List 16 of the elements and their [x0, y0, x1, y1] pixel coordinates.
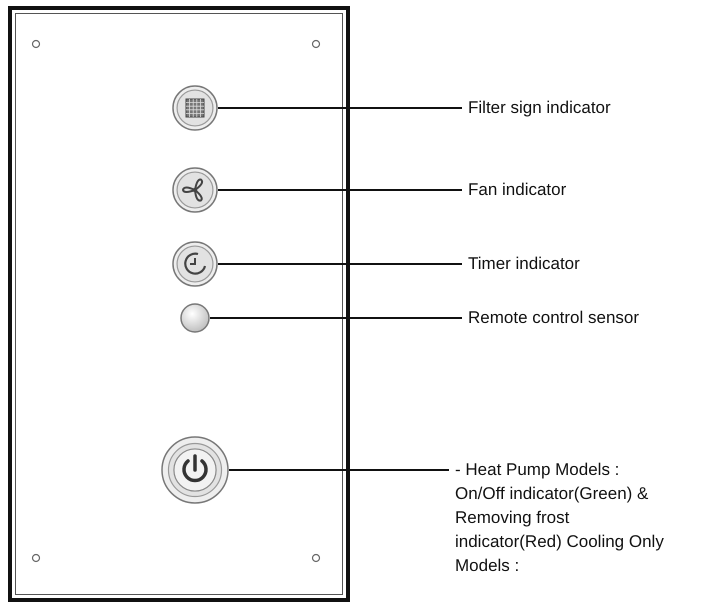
- fan-indicator-button: [172, 167, 218, 213]
- timer-indicator-button: [172, 241, 218, 287]
- filter-indicator-button: [172, 85, 218, 131]
- callout-label: Filter sign indicator: [468, 96, 708, 120]
- leader-line: [218, 189, 462, 191]
- control-panel: [8, 6, 350, 602]
- leader-line: [218, 263, 462, 265]
- leader-line: [218, 107, 462, 109]
- power-button: [161, 436, 229, 504]
- callout-label: Remote control sensor: [468, 306, 718, 330]
- callout-label: Fan indicator: [468, 178, 708, 202]
- callout-label: - Heat Pump Models : On/Off indicator(Green) & Removing frost indicator(Red) Cooling Only Models :: [455, 458, 670, 578]
- callout-label: Timer indicator: [468, 252, 708, 276]
- sensor-lens: [180, 303, 210, 333]
- leader-line: [229, 469, 449, 471]
- leader-line: [210, 317, 462, 319]
